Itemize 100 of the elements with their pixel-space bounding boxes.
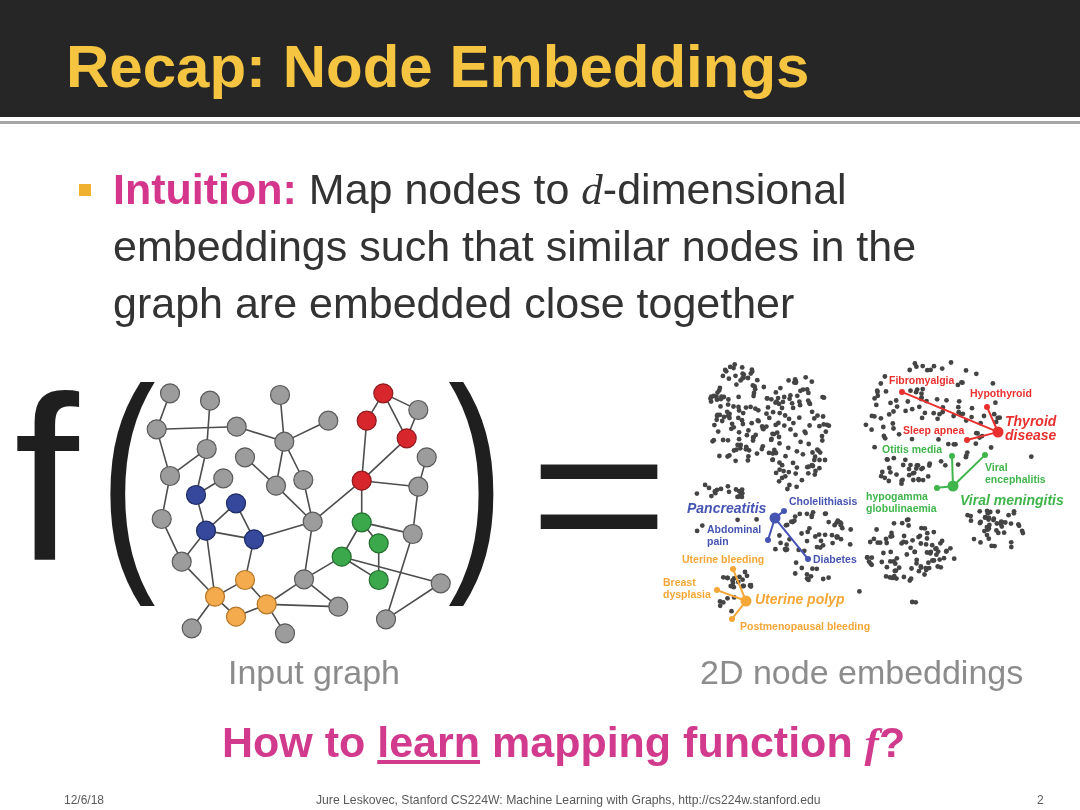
graph-edge xyxy=(222,583,238,593)
graph-edge xyxy=(311,560,335,576)
point-label: Postmenopausal bleeding xyxy=(740,620,871,632)
graph-edge xyxy=(282,491,307,516)
bullet-text: Intuition: Map nodes to d-dimensional embeddings such that similar nodes in the graph are embedded close together xyxy=(113,164,918,329)
graph-edge xyxy=(206,409,211,441)
data-point xyxy=(949,453,955,459)
data-point xyxy=(730,566,736,572)
graph-node xyxy=(225,493,247,514)
graph-edge xyxy=(280,403,285,433)
data-point xyxy=(947,480,959,492)
graph-node xyxy=(185,484,207,506)
graph-edge xyxy=(164,526,179,554)
close-parenthesis: ) xyxy=(448,384,504,606)
graph-node xyxy=(234,569,256,591)
data-point xyxy=(769,512,781,524)
graph-edge xyxy=(304,530,313,571)
embedding-link xyxy=(732,604,744,618)
graph-node xyxy=(351,512,372,533)
graph-node xyxy=(396,428,417,449)
graph-node xyxy=(274,623,296,644)
graph-node xyxy=(368,533,389,554)
point-label: Uterine bleeding xyxy=(682,553,765,565)
point-label: Otitis media xyxy=(882,443,943,455)
embedding-link xyxy=(777,521,808,558)
point-label: Pancreatitis xyxy=(687,501,767,515)
graph-node xyxy=(199,390,221,411)
graph-node xyxy=(269,384,291,406)
embedding-link xyxy=(718,590,742,600)
graph-edge xyxy=(367,444,401,475)
graph-edge xyxy=(271,611,281,627)
graph-node xyxy=(402,523,423,545)
graph-edge xyxy=(159,401,168,422)
data-point xyxy=(964,437,970,443)
point-label: Hypothyroid xyxy=(970,387,1032,399)
graph-node xyxy=(318,410,339,431)
slide-title: Recap: Node Embeddings xyxy=(66,33,810,101)
graph-edge xyxy=(413,495,418,526)
graph-edge xyxy=(348,561,372,576)
graph-node xyxy=(328,596,349,617)
point-label: Abdominal pain xyxy=(707,523,763,547)
graph-edge xyxy=(197,503,205,523)
graph-edge xyxy=(187,567,210,591)
slide-question: How to learn mapping function f? xyxy=(222,717,906,768)
data-point xyxy=(729,616,735,622)
graph-edge xyxy=(245,428,276,440)
data-point xyxy=(992,426,1004,438)
graph-node xyxy=(171,551,192,572)
point-label: Cholelithiasis xyxy=(789,495,858,507)
data-point xyxy=(765,537,771,543)
graph-edge xyxy=(386,400,404,431)
graph-edge xyxy=(197,457,206,487)
data-point xyxy=(934,485,940,491)
footer-credit: Jure Leskovec, Stanford CS224W: Machine Learning with Graphs, http://cs224w.stanford.edu xyxy=(316,793,821,807)
data-point xyxy=(805,556,811,562)
graph-node xyxy=(368,569,389,591)
graph-edge xyxy=(388,542,411,611)
graph-node xyxy=(293,569,315,590)
graph-node xyxy=(234,447,256,468)
point-label: Viral encephalitis xyxy=(985,461,1047,485)
graph-node xyxy=(159,465,181,487)
graph-node xyxy=(408,399,429,421)
graph-node xyxy=(225,606,247,627)
graph-node xyxy=(243,529,265,550)
graph-node xyxy=(356,410,377,431)
graph-edge xyxy=(370,480,410,487)
embedding-link xyxy=(956,456,984,484)
data-point xyxy=(740,595,752,607)
graph-node xyxy=(331,546,352,567)
embedding-link xyxy=(767,522,775,539)
data-point xyxy=(899,389,905,395)
graph-node xyxy=(293,469,314,491)
figure-caption: 2D node embeddings xyxy=(700,652,1024,692)
graph-edge xyxy=(391,396,411,407)
point-label: Breast dysplasia xyxy=(663,576,712,600)
graph-edge xyxy=(361,429,367,472)
graph-node xyxy=(159,383,181,404)
graph-edge xyxy=(239,511,251,532)
graph-edge xyxy=(370,400,380,414)
graph-edge xyxy=(393,587,434,615)
function-symbol: f xyxy=(14,390,79,562)
point-label: Sleep apnea xyxy=(903,424,965,436)
data-point xyxy=(982,452,988,458)
point-label: hypogamma globulinaemia xyxy=(866,490,938,514)
graph-edge xyxy=(186,537,201,555)
graph-edge xyxy=(176,453,200,472)
embedding-link xyxy=(778,511,783,516)
graph-edge xyxy=(158,437,169,468)
point-label: Uterine polyp xyxy=(755,592,845,606)
graph-node xyxy=(181,618,202,639)
point-label: Thyroid disease xyxy=(1005,414,1058,442)
graph-node xyxy=(351,470,372,491)
graph-node xyxy=(213,468,234,489)
equals-sign: = xyxy=(529,464,670,531)
graph-edge xyxy=(360,489,363,514)
graph-node xyxy=(408,476,429,497)
graph-edge xyxy=(206,539,215,589)
graph-edge xyxy=(277,450,284,478)
graph-node xyxy=(265,475,287,496)
point-label: Diabetes xyxy=(813,553,857,565)
